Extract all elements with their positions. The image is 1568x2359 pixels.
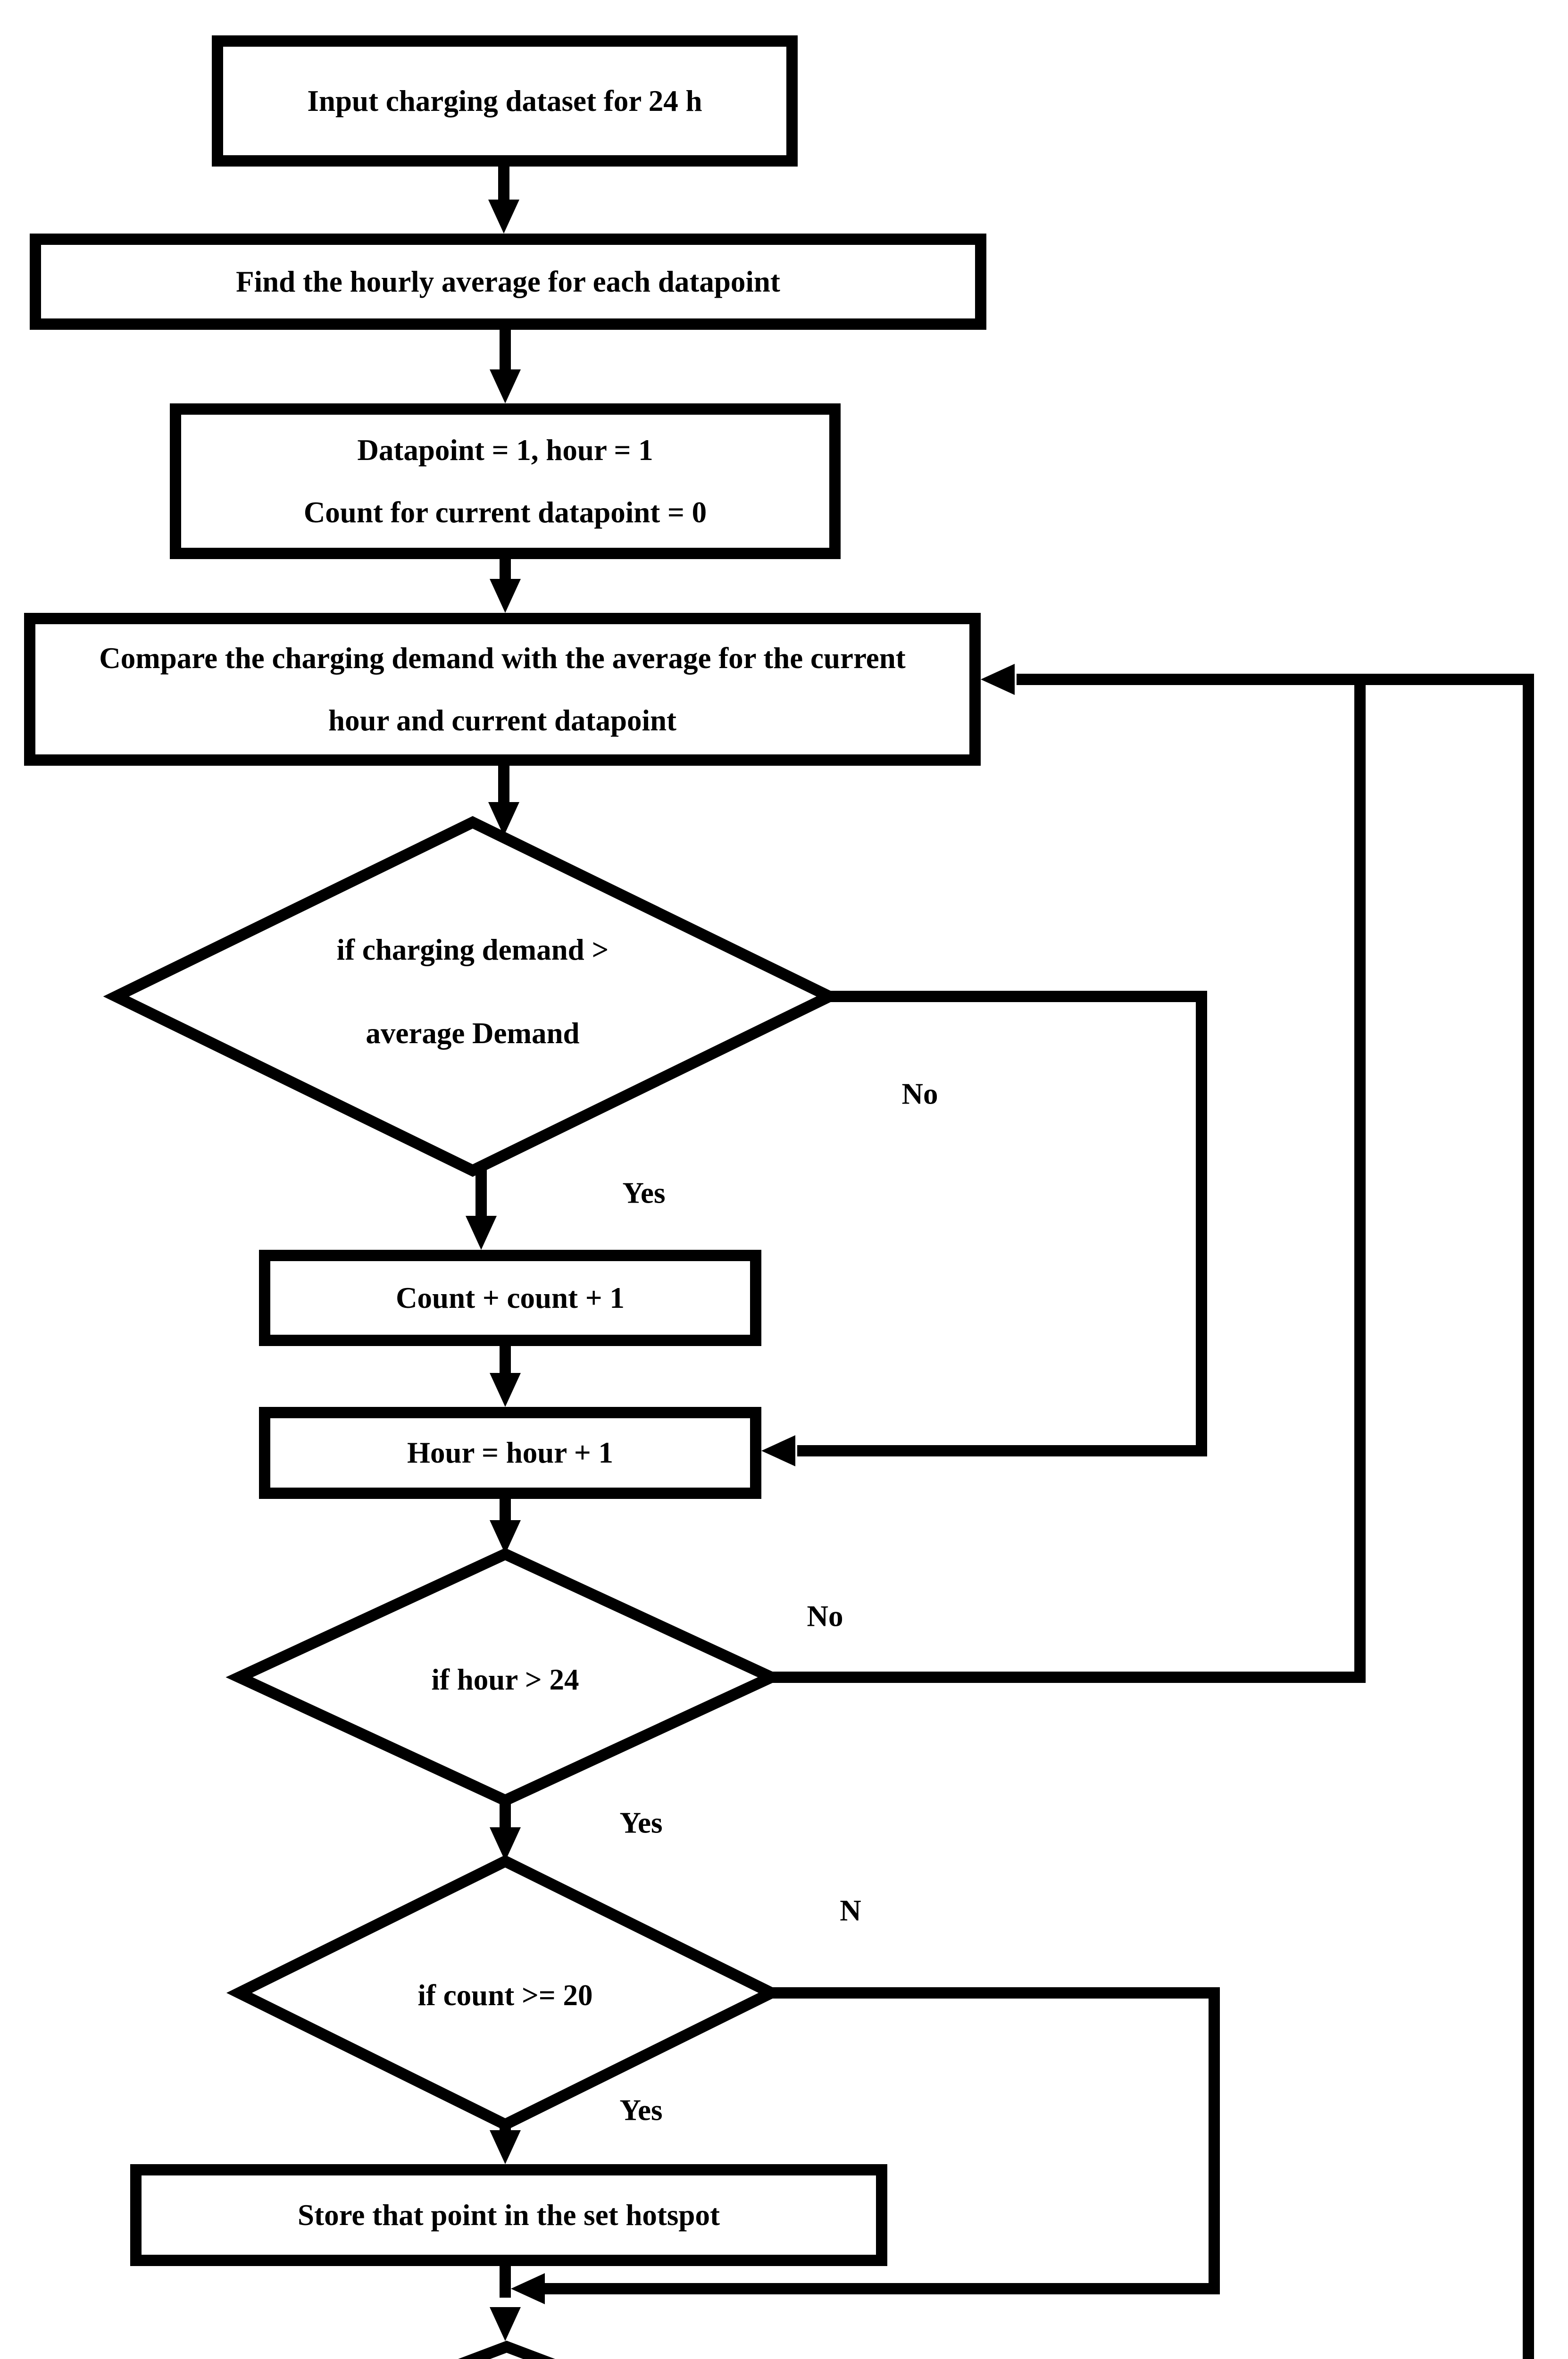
- node-input-label: Input charging dataset for 24 h: [307, 84, 702, 117]
- arrowhead-into-init: [490, 369, 521, 403]
- arrowhead-into-junction-left: [511, 2273, 545, 2304]
- edge-label-demand-yes: Yes: [622, 1176, 666, 1210]
- decision-demand-check-label: if charging demand > average Demand: [337, 933, 609, 1051]
- node-count-increment-label: Count + count + 1: [396, 1281, 625, 1314]
- node-init-line2: Count for current datapoint = 0: [303, 496, 707, 529]
- decision-demand-check-line2: average Demand: [366, 1017, 580, 1050]
- node-hourly-average-label: Find the hourly average for each datapoi…: [236, 265, 780, 298]
- node-input: Input charging dataset for 24 h: [212, 35, 798, 167]
- node-init: Datapoint = 1, hour = 1 Count for curren…: [170, 403, 841, 559]
- edge-label-count-yes: Yes: [619, 2093, 663, 2127]
- node-hourly-average: Find the hourly average for each datapoi…: [30, 234, 986, 330]
- arrowhead-into-hour-right: [761, 1435, 795, 1466]
- arrowhead-into-average: [488, 200, 519, 234]
- node-hour-increment-label: Hour = hour + 1: [407, 1436, 614, 1470]
- arrowhead-into-hourcheck: [490, 1520, 521, 1554]
- decision-datapoint-check-shape: [458, 2341, 555, 2359]
- arrowhead-into-demandcheck: [488, 802, 519, 836]
- node-store: Store that point in the set hotspot: [130, 2164, 887, 2266]
- arrowhead-into-compare: [490, 579, 521, 613]
- arrowhead-into-compare-right: [981, 664, 1015, 695]
- node-store-label: Store that point in the set hotspot: [298, 2198, 720, 2232]
- arrowhead-into-store: [490, 2130, 521, 2164]
- decision-count-check-line1: if count >= 20: [417, 1978, 593, 2012]
- node-count-increment: Count + count + 1: [259, 1250, 761, 1346]
- decision-count-check-shape: [226, 1855, 784, 2131]
- decision-demand-check-line1: if charging demand >: [336, 933, 609, 967]
- arrowhead-into-count: [466, 1216, 497, 1250]
- decision-demand-check-shape: [103, 816, 842, 1177]
- decision-count-check-label: if count >= 20: [417, 1978, 592, 2012]
- decision-hour-check-line1: if hour > 24: [431, 1663, 579, 1696]
- node-init-line1: Datapoint = 1, hour = 1: [357, 433, 653, 467]
- node-compare: Compare the charging demand with the ave…: [24, 613, 981, 766]
- edge-datapointcheck-no-line: [1523, 679, 1534, 2359]
- edge-label-hour-no: No: [807, 1599, 843, 1633]
- decision-hour-check-label: if hour > 24: [431, 1663, 579, 1697]
- node-compare-line2: hour and current datapoint: [328, 704, 677, 737]
- node-compare-line1: Compare the charging demand with the ave…: [99, 641, 906, 675]
- node-hour-increment: Hour = hour + 1: [259, 1407, 761, 1499]
- edge-demandcheck-no-line: [797, 991, 1207, 1456]
- decision-hour-check-shape: [225, 1548, 785, 1807]
- arrowhead-into-hour: [490, 1373, 521, 1407]
- edge-countcheck-n-line: [545, 1987, 1220, 2294]
- edge-label-demand-no: No: [901, 1077, 938, 1111]
- arrowhead-into-datapointcheck: [490, 2307, 521, 2341]
- edge-label-count-n: N: [840, 1894, 861, 1927]
- edge-hourcheck-no-line: [771, 679, 1366, 1683]
- edge-label-hour-yes: Yes: [619, 1806, 663, 1840]
- arrowhead-into-countcheck: [490, 1827, 521, 1861]
